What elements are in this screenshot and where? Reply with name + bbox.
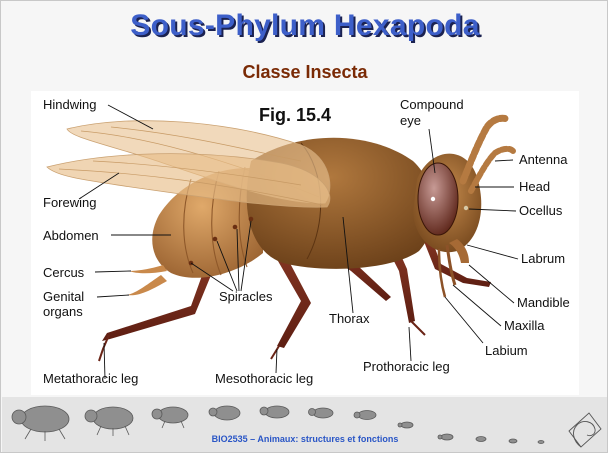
label-abdomen: Abdomen xyxy=(43,228,99,243)
label-cercus: Cercus xyxy=(43,265,85,280)
label-head: Head xyxy=(519,179,550,194)
label-spiracles: Spiracles xyxy=(219,289,273,304)
label-prothoracic-leg: Prothoracic leg xyxy=(363,359,450,374)
cercus-shape xyxy=(127,265,167,295)
figure-label: Fig. 15.4 xyxy=(259,105,331,125)
label-antenna: Antenna xyxy=(519,152,568,167)
label-genital-organs-line2: organs xyxy=(43,304,83,319)
label-maxilla: Maxilla xyxy=(504,318,545,333)
head-shape xyxy=(413,154,481,297)
label-thorax: Thorax xyxy=(329,311,370,326)
label-compound-eye-line1: Compound xyxy=(400,97,464,112)
footer-band xyxy=(2,397,608,453)
label-mesothoracic-leg: Mesothoracic leg xyxy=(215,371,313,386)
label-forewing: Forewing xyxy=(43,195,96,210)
label-hindwing: Hindwing xyxy=(43,97,96,112)
label-compound-eye-line2: eye xyxy=(400,113,421,128)
label-genital-organs-line1: Genital xyxy=(43,289,84,304)
label-labium: Labium xyxy=(485,343,528,358)
label-labrum: Labrum xyxy=(521,251,565,266)
label-mandible: Mandible xyxy=(517,295,570,310)
footer-course-title: BIO2535 – Animaux: structures et fonctio… xyxy=(1,434,608,444)
label-ocellus: Ocellus xyxy=(519,203,563,218)
label-metathoracic-leg: Metathoracic leg xyxy=(43,371,138,386)
